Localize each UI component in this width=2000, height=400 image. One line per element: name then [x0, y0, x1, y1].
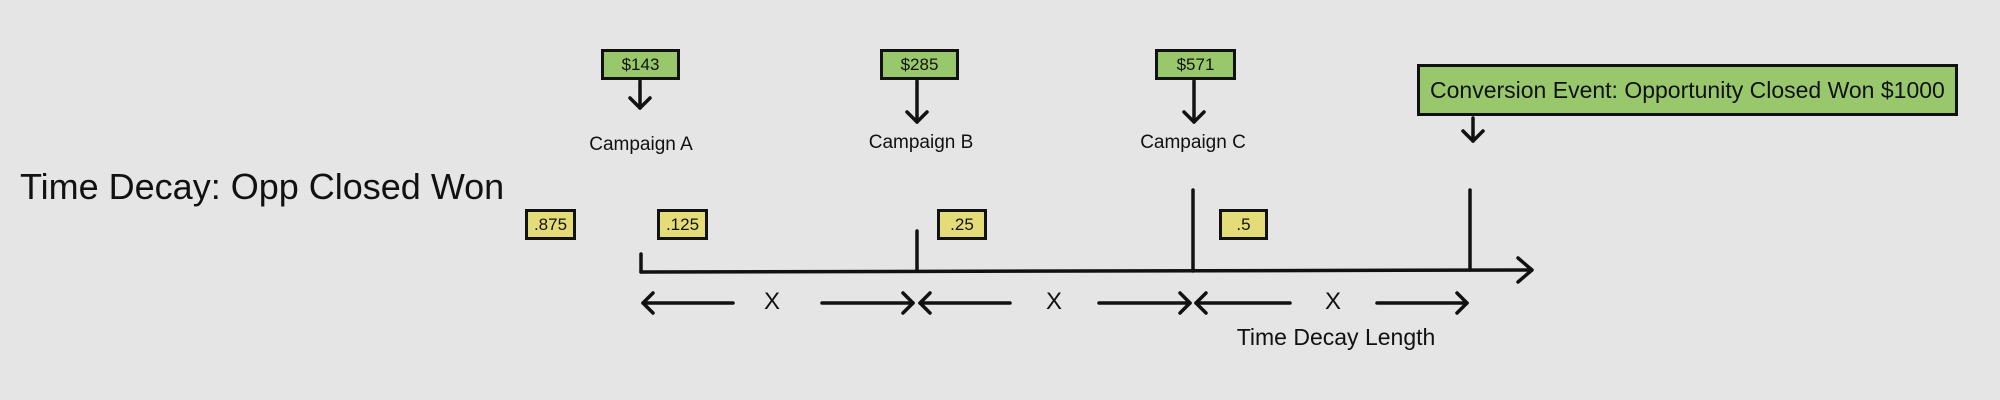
weight-box-5: .5: [1219, 209, 1268, 240]
down-arrow-campaign-b: [905, 79, 929, 124]
campaign-a-label: Campaign A: [589, 134, 693, 155]
interval-label-1: X: [763, 288, 781, 315]
campaign-c-amount: $571: [1155, 49, 1236, 80]
interval-arrow-2: [918, 291, 1192, 315]
campaign-b-label: Campaign B: [868, 132, 974, 153]
down-arrow-conversion: [1461, 116, 1485, 143]
timeline-axis: [639, 268, 1532, 274]
campaign-a-amount: $143: [601, 49, 680, 80]
interval-label-2: X: [1045, 288, 1063, 315]
campaign-c-label: Campaign C: [1140, 132, 1246, 153]
campaign-b-amount: $285: [880, 49, 959, 80]
down-arrow-campaign-c: [1182, 79, 1206, 124]
weight-box-25: .25: [937, 209, 987, 240]
timeline-arrowhead: [1516, 256, 1534, 284]
weight-box-125: .125: [657, 209, 708, 240]
diagram-title: Time Decay: Opp Closed Won: [20, 166, 505, 207]
down-arrow-campaign-a: [628, 79, 652, 110]
interval-label-3: X: [1324, 288, 1342, 315]
conversion-event-box: Conversion Event: Opportunity Closed Won…: [1417, 64, 1958, 116]
weight-box-875: .875: [525, 209, 576, 240]
time-decay-length-label: Time Decay Length: [1236, 324, 1436, 350]
interval-arrow-3: [1194, 291, 1469, 315]
interval-arrow-1: [641, 291, 915, 315]
